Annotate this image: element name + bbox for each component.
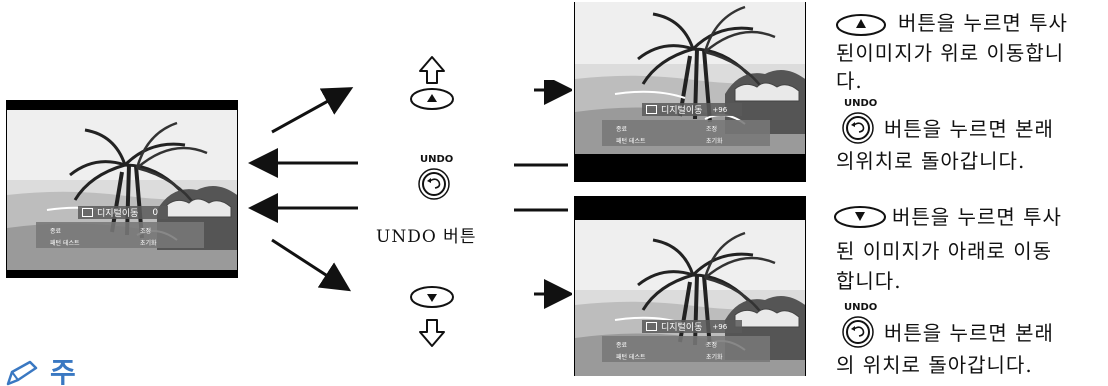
osd-value: 0 [152, 207, 159, 218]
menu-item-adjust: 조정 [706, 126, 718, 133]
undo-badge: UNDO [420, 154, 454, 165]
menu-item-test-pattern: 패턴 테스트 [50, 240, 80, 247]
undo-caption: UNDO 버튼 [376, 227, 477, 247]
osd-title: 디지털이동 [97, 209, 139, 219]
beach-image [6, 108, 238, 272]
down-text-line2: 된 이미지가 아래로 이동 [836, 239, 1053, 263]
undo2-label: UNDO [844, 302, 878, 313]
osd-title: 디지털이동 [661, 323, 703, 333]
upper-projected-screen: 디지털이동 +96 종료 조정 패턴 테스트 초기화 [574, 2, 806, 182]
down-arrow-icon [419, 319, 445, 347]
osd-value: +96 [712, 105, 728, 114]
undo2-button-icon [842, 316, 874, 348]
note-heading: 주 [50, 360, 76, 386]
up-arrow-icon [419, 56, 445, 84]
down-text-line1: 버튼을 누르면 투사 [892, 205, 1062, 229]
osd-bar: 디지털이동 0 [78, 206, 168, 219]
menu-item-adjust: 조정 [706, 342, 718, 349]
arrow-to-up [271, 87, 354, 134]
menu-item-adjust: 조정 [140, 228, 152, 235]
osd-title: 디지털이동 [661, 106, 703, 116]
undo2-text-line2: 의 위치로 돌아갑니다. [836, 353, 1033, 377]
undo-text-line2: 의위치로 돌아갑니다. [836, 149, 1026, 173]
osd-value: +96 [712, 322, 728, 331]
flow-arrows-left [248, 87, 358, 292]
flow-arrows-right [514, 80, 572, 309]
beach-image-shifted-up [574, 2, 806, 156]
arrow-to-down [271, 238, 352, 292]
undo2-text-line1: 버튼을 누르면 본래 [884, 321, 1054, 345]
lower-projected-screen: 디지털이동 +96 종료 조정 패턴 테스트 초기화 [574, 196, 806, 376]
left-projected-screen: 디지털이동 0 종료 조정 패턴 테스트 초기화 [6, 100, 238, 278]
menu-item-reset: 초기화 [140, 240, 157, 247]
note-pencil-icon [6, 360, 38, 386]
osd-menu: 종료 조정 패턴 테스트 초기화 [602, 336, 770, 362]
osd-menu: 종료 조정 패턴 테스트 초기화 [602, 120, 770, 146]
up-button[interactable] [410, 88, 456, 112]
menu-item-test-pattern: 패턴 테스트 [616, 354, 646, 361]
undo-text-line1: 버튼을 누르면 본래 [884, 117, 1054, 141]
undo-label: UNDO [844, 98, 878, 109]
osd-bar: 디지털이동 +96 [642, 320, 742, 333]
undo-button[interactable] [418, 168, 452, 202]
down-text-line3: 합니다. [836, 269, 902, 293]
menu-item-reset: 초기화 [706, 354, 723, 361]
screen-icon [82, 208, 93, 217]
up-text-line1: 버튼을 누르면 투사 [898, 11, 1068, 35]
down-button-icon [834, 206, 886, 228]
menu-item-exit: 종료 [616, 342, 628, 349]
osd-bar: 디지털이동 +96 [642, 103, 742, 116]
menu-item-exit: 종료 [616, 126, 628, 133]
osd-menu: 종료 조정 패턴 테스트 초기화 [36, 222, 204, 248]
down-button[interactable] [410, 286, 456, 310]
menu-item-exit: 종료 [50, 228, 62, 235]
screen-icon [646, 105, 657, 114]
menu-item-reset: 초기화 [706, 138, 723, 145]
up-button-icon [836, 14, 886, 36]
menu-item-test-pattern: 패턴 테스트 [616, 138, 646, 145]
up-text-line2: 된이미지가 위로 이동합니 [836, 41, 1065, 65]
up-text-line3: 다. [836, 69, 863, 93]
undo-button-icon [842, 112, 874, 144]
screen-icon [646, 322, 657, 331]
